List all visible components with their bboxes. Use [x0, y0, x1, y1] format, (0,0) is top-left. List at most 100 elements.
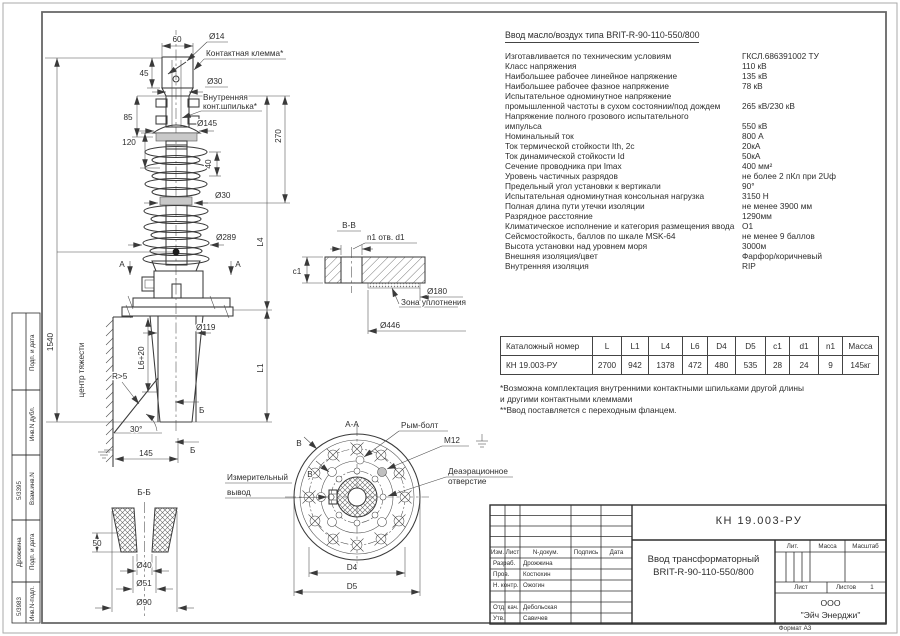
- label-tap-2: вывод: [227, 488, 251, 497]
- gasket-zone: [367, 282, 421, 289]
- name-nkontr: Ожогин: [523, 582, 545, 589]
- spec-row: Испытательное одноминутное напряжение пр…: [505, 91, 795, 111]
- label-tap-1: Измерительный: [227, 473, 288, 482]
- stamp-label-2: Инв.N дубл.: [29, 406, 36, 441]
- dim-30deg: 30°: [130, 425, 142, 434]
- dim-d51: Ø51: [136, 579, 152, 588]
- stamp-value-4: Дрожжина: [16, 537, 23, 567]
- note-line: и другими контактными клеммами: [500, 394, 633, 404]
- name-utv: Савичев: [523, 615, 548, 622]
- spec-row: Напряжение полного грозового испытательн…: [505, 111, 768, 131]
- dim-85: 85: [123, 113, 133, 122]
- table-row: КН 19.003-РУ 2700 942 1378 472 480 535 2…: [500, 355, 879, 375]
- spec-row: Испытательная одноминутная консольная на…: [505, 191, 769, 201]
- wall-hatching: [105, 319, 114, 463]
- dim-d145: Ø145: [197, 119, 217, 128]
- role-utv: Утв.: [493, 615, 505, 622]
- label-stud-2: конт.шпилька*: [203, 102, 258, 111]
- section-b-arrow-1: Б: [199, 406, 204, 415]
- side-stamp-grid: [11, 312, 41, 624]
- dim-120: 120: [122, 138, 136, 147]
- col-list: Лист: [505, 549, 520, 556]
- dim-d119: Ø119: [196, 323, 216, 332]
- label-deaeration-1: Деаэрационное: [448, 467, 508, 476]
- dim-L6: L6+20: [137, 346, 146, 369]
- scale-label: Масштаб: [852, 543, 879, 550]
- dim-L1: L1: [256, 363, 265, 373]
- dim-d446: Ø446: [380, 321, 400, 330]
- stamp-label-5: Инв.N-подл.: [29, 586, 36, 621]
- section-vv-title: В-В: [342, 221, 356, 230]
- company: ООО "Эйч Энерджи": [800, 598, 861, 620]
- dim-c1: c1: [293, 267, 302, 276]
- ground-symbol: [98, 449, 113, 459]
- table-header-row: Каталожный номер L L1 L4 L6 D4 D5 c1 d1 …: [500, 336, 879, 356]
- section-bb: Б-Б 50 Ø40 Ø51 Ø90: [91, 488, 194, 616]
- dim-d289: Ø289: [216, 233, 236, 242]
- stamp-value-3: 5/3395: [16, 481, 23, 500]
- dim-d180: Ø180: [427, 287, 447, 296]
- sheet-label: Лист: [794, 584, 808, 591]
- section-bb-title: Б-Б: [137, 488, 150, 497]
- main-view-dimensions: 60 Ø14 Контактная клемма* 45 Ø30 85 Внут…: [45, 31, 288, 463]
- notes: *Возможна комплектация внутренними конта…: [500, 383, 890, 416]
- name-otdkach: Дебольская: [523, 604, 557, 611]
- dim-50: 50: [92, 539, 102, 548]
- role-prov: Пров.: [493, 571, 510, 578]
- dimension-table: Каталожный номер L L1 L4 L6 D4 D5 c1 d1 …: [500, 336, 879, 375]
- dim-45: 45: [139, 69, 149, 78]
- name-prov: Костюхин: [523, 571, 551, 578]
- dim-d30-mid: Ø30: [215, 191, 231, 200]
- stamp-value-5: 5/3983: [16, 597, 23, 616]
- dim-D5: D5: [347, 582, 358, 591]
- title-block-grid: [489, 504, 887, 625]
- mass-label: Масса: [818, 543, 837, 550]
- dim-D4: D4: [347, 563, 358, 572]
- dim-d90: Ø90: [136, 598, 152, 607]
- section-v-arrow-1: В: [296, 439, 302, 448]
- label-eyebolt: Рым-болт: [401, 421, 439, 430]
- section-vv: В-В n1 отв. d1 c1 Зона уплотнения Ø180: [291, 221, 467, 334]
- role-nkontr: Н. контр.: [493, 582, 519, 589]
- name-razrab: Дрожжина: [523, 560, 553, 567]
- section-b-arrow-2: Б: [190, 446, 195, 455]
- dim-d40: Ø40: [136, 561, 152, 570]
- dim-60: 60: [172, 35, 182, 44]
- spec-list: Ввод масло/воздух типа BRIT-R-90-110-550…: [505, 30, 897, 271]
- section-v-arrow-2: В: [307, 470, 313, 479]
- center-of-gravity-dot: [172, 248, 180, 256]
- label-deaeration-2: отверстие: [448, 477, 487, 486]
- role-otdkach: Отд. кач.: [493, 604, 519, 611]
- stamp-label-3: Взам.инв.N: [29, 472, 36, 505]
- main-view: [45, 30, 290, 467]
- label-contact-clamp: Контактная клемма*: [206, 49, 284, 58]
- dim-d30-top: Ø30: [207, 77, 223, 86]
- note-line: **Ввод поставляется с переходным фланцем…: [500, 405, 677, 415]
- col-izm: Изм.: [490, 549, 505, 556]
- dim-L4: L4: [256, 237, 265, 247]
- label-m12: М12: [444, 436, 460, 445]
- dim-R5: R>5: [112, 372, 128, 381]
- format-label: Формат А3: [778, 625, 812, 632]
- sheets-label: Листов: [835, 584, 857, 591]
- bolt-holes: [302, 442, 412, 552]
- section-aa-title: А-А: [345, 420, 359, 429]
- test-tap: [141, 276, 155, 292]
- ground-symbol-aa: [476, 434, 488, 448]
- label-seal-zone: Зона уплотнения: [401, 298, 466, 307]
